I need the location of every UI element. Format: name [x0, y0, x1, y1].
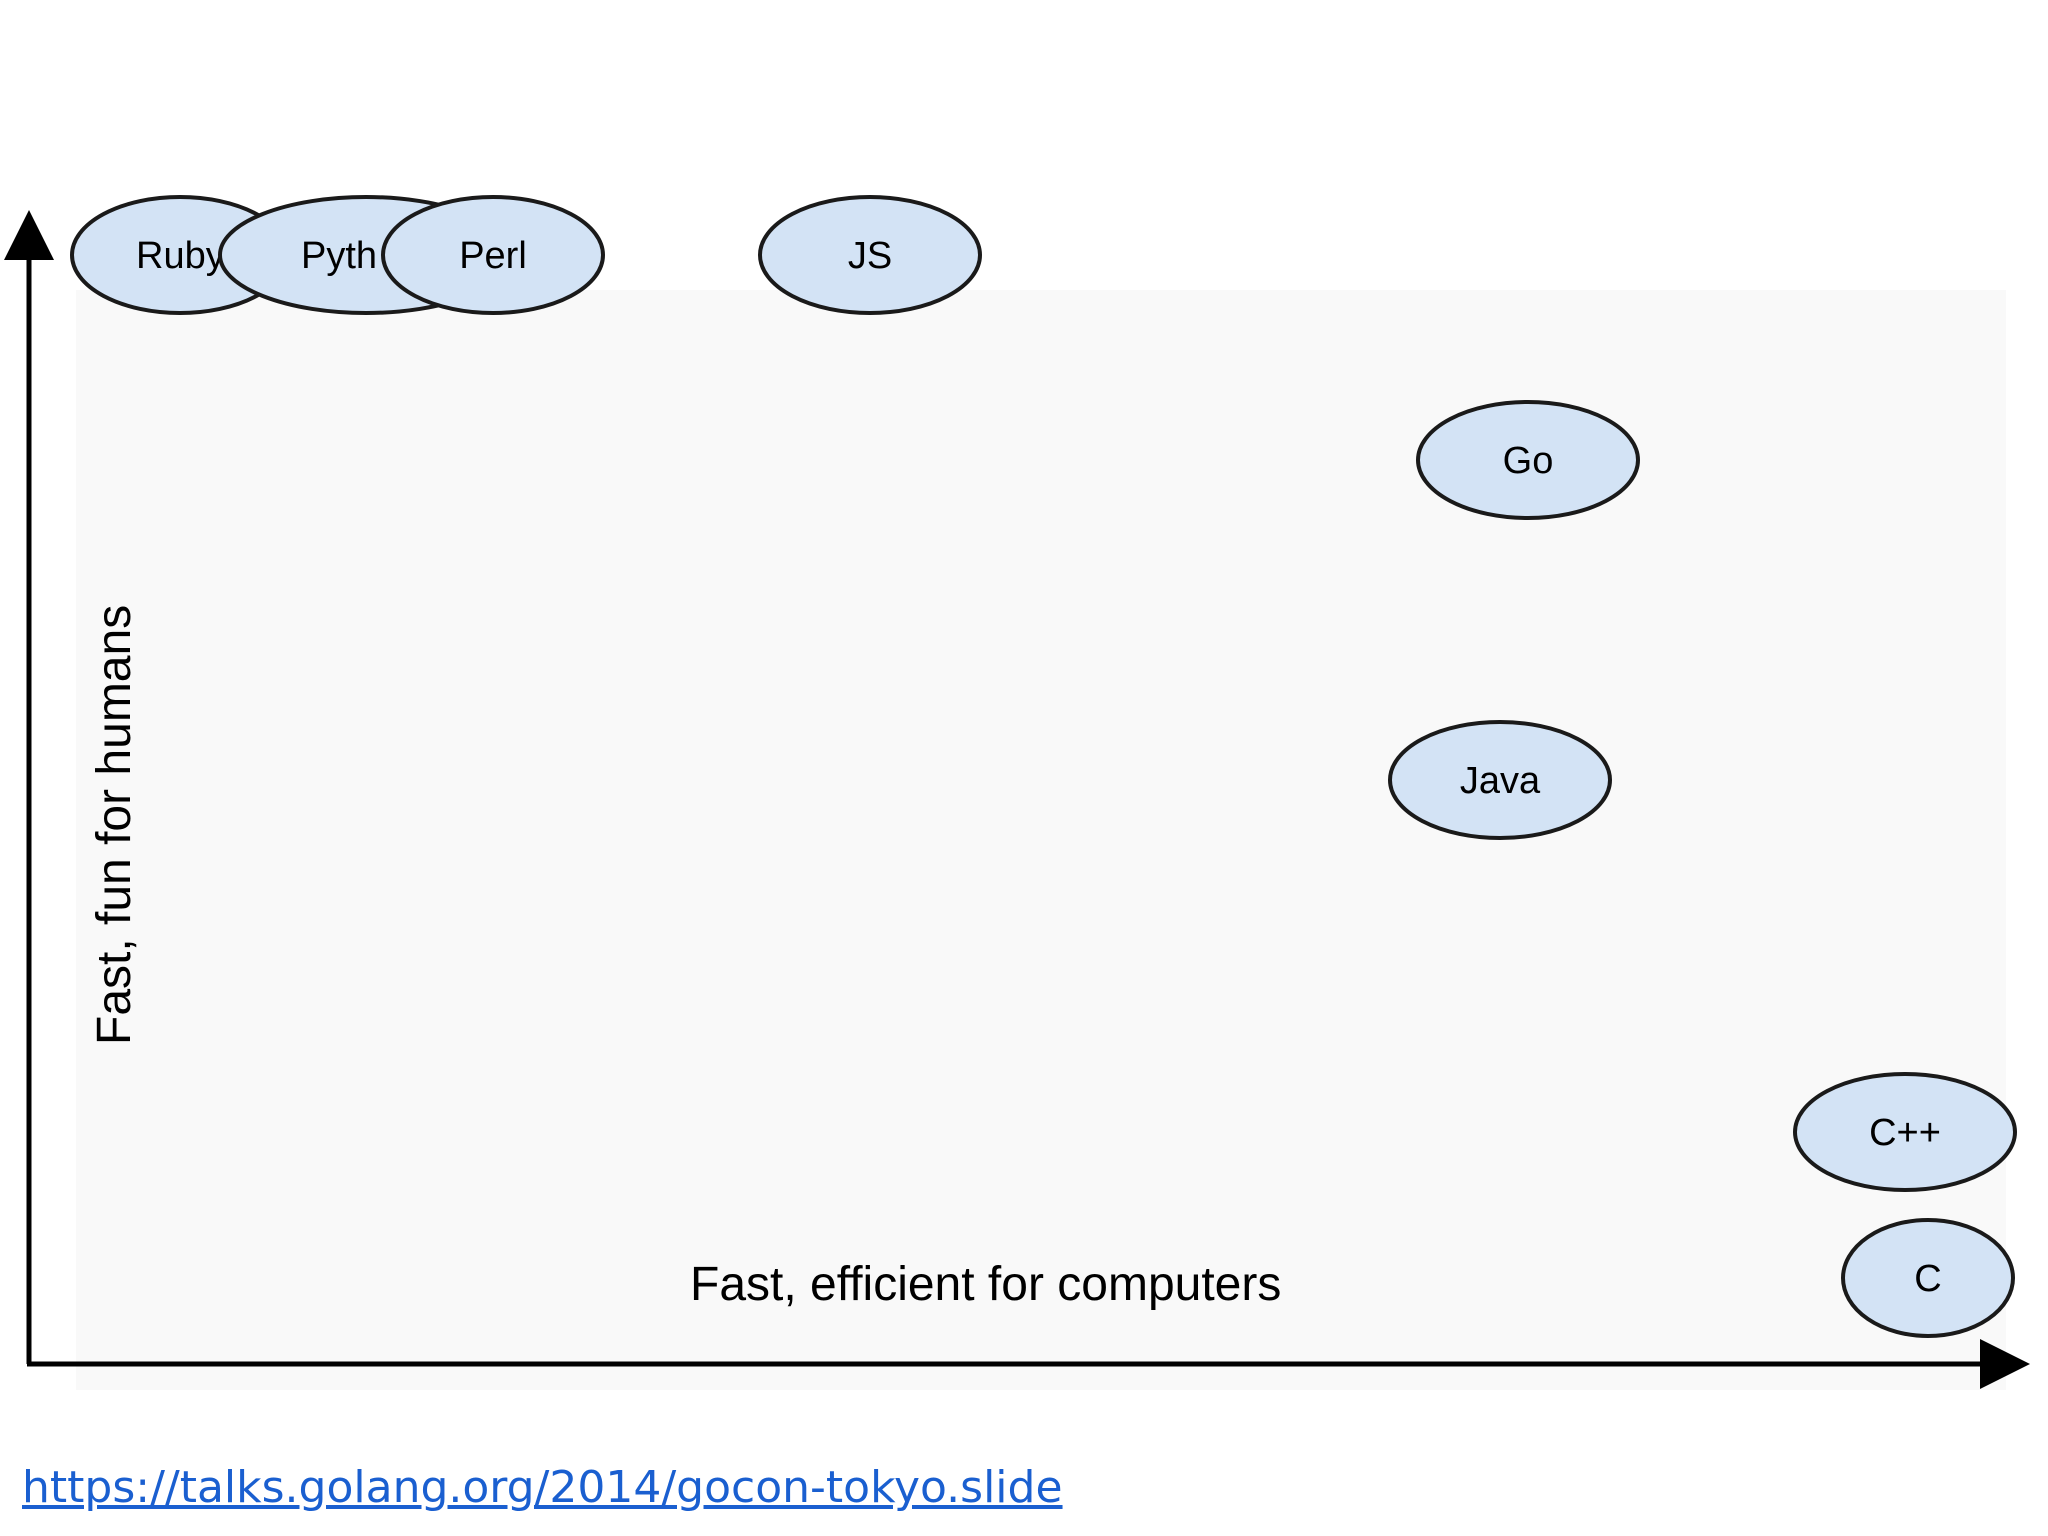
bubble-ruby-label: Ruby	[136, 235, 225, 277]
bubble-c-shape	[1841, 1218, 2015, 1338]
bubble-js-label: JS	[848, 235, 892, 277]
bubble-python-label: Pyth	[301, 235, 377, 277]
plot-background	[76, 290, 2006, 1390]
bubble-go-shape	[1416, 400, 1640, 520]
bubble-java: Java	[1388, 720, 1612, 840]
bubble-java-shape	[1388, 720, 1612, 840]
bubble-perl-shape	[381, 195, 605, 315]
bubble-c-label: C	[1914, 1258, 1941, 1300]
bubble-go-label: Go	[1503, 440, 1554, 482]
bubble-cpp-label: C++	[1869, 1112, 1941, 1154]
bubble-js: JS	[758, 195, 982, 315]
bubble-cpp-shape	[1793, 1072, 2017, 1192]
bubble-go: Go	[1416, 400, 1640, 520]
bubble-c: C	[1841, 1218, 2015, 1338]
bubble-ruby: Ruby	[70, 195, 290, 315]
source-link[interactable]: https://talks.golang.org/2014/gocon-toky…	[22, 1462, 1063, 1513]
bubble-java-label: Java	[1460, 760, 1541, 802]
bubble-cpp: C++	[1793, 1072, 2017, 1192]
bubble-js-shape	[758, 195, 982, 315]
bubble-perl-label: Perl	[459, 235, 527, 277]
bubble-perl: Perl	[381, 195, 605, 315]
y-axis-label: Fast, fun for humans	[88, 605, 141, 1045]
x-axis-label: Fast, efficient for computers	[690, 1258, 1281, 1311]
